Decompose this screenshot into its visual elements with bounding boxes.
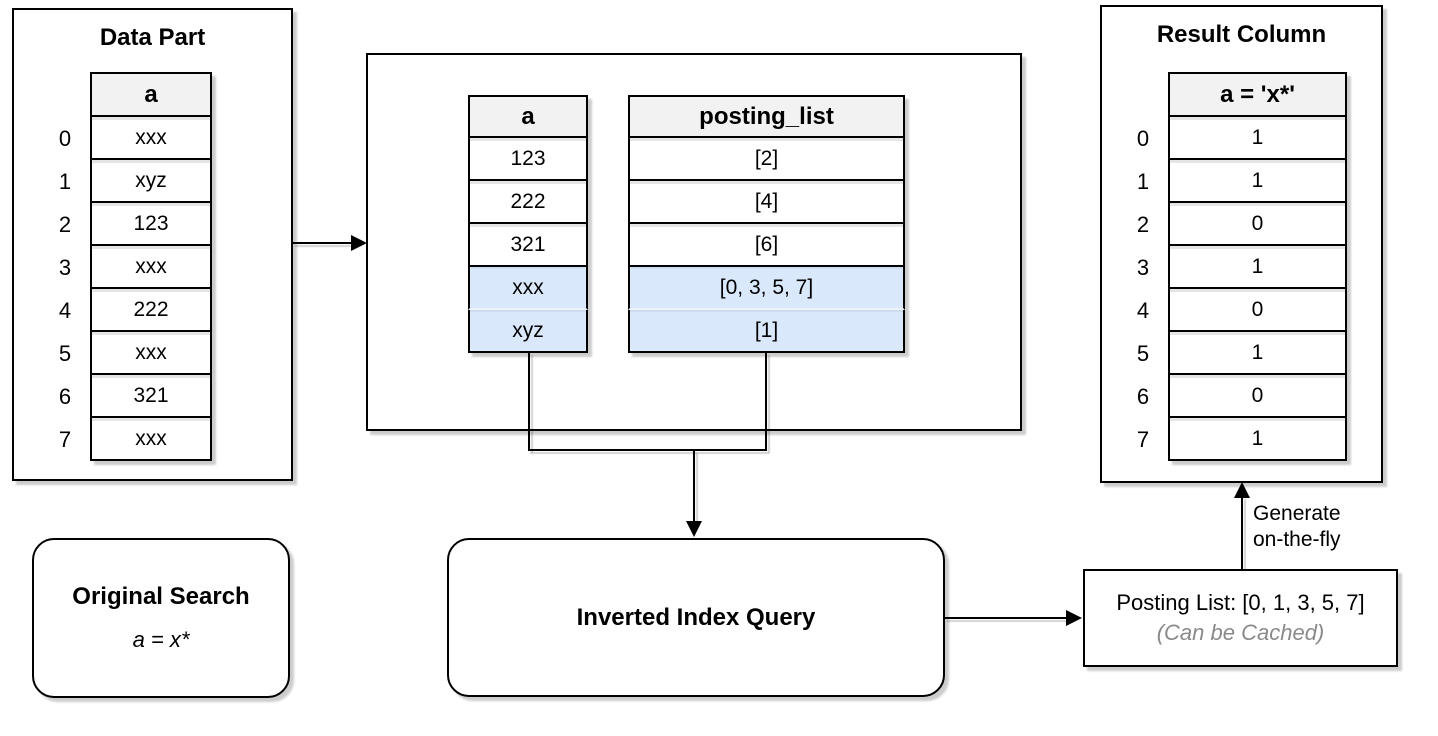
row-index: 2 <box>1136 211 1150 237</box>
table-cell: xyz <box>90 160 212 203</box>
original-search-title: Original Search <box>72 583 250 610</box>
table-cell: xxx <box>90 332 212 375</box>
generate-label-line2: on-the-fly <box>1253 528 1341 551</box>
arrowhead-right-icon <box>1066 610 1082 626</box>
arrowhead-down-icon <box>686 521 702 537</box>
table-cell: [4] <box>628 181 905 224</box>
table-cell: 1 <box>1168 246 1347 289</box>
arrow-posting-to-result <box>1241 497 1243 569</box>
arrowhead-right-icon <box>351 235 367 251</box>
inverted-index-query-box: Inverted Index Query <box>447 538 945 697</box>
row-index: 4 <box>58 297 72 323</box>
row-index: 7 <box>1136 426 1150 452</box>
row-index: 7 <box>58 426 72 452</box>
table-cell: 123 <box>90 203 212 246</box>
connector-join-bar <box>528 449 767 451</box>
row-index: 1 <box>58 168 72 194</box>
table-cell: 1 <box>1168 117 1347 160</box>
table-cell: 123 <box>468 138 588 181</box>
table-cell-highlighted: [1] <box>628 310 905 353</box>
column-header: posting_list <box>628 95 905 138</box>
posting-list-note: (Can be Cached) <box>1156 620 1325 645</box>
table-cell-highlighted: xyz <box>468 310 588 353</box>
table-cell: 222 <box>468 181 588 224</box>
row-index: 6 <box>1136 383 1150 409</box>
data-part-table: a xxx xyz 123 xxx 222 xxx 321 xxx <box>90 72 212 461</box>
data-part-row-indices: 0 1 2 3 4 5 6 7 <box>48 117 82 461</box>
column-header: a <box>90 72 212 117</box>
table-cell-highlighted: xxx <box>468 267 588 310</box>
result-column-title: Result Column <box>1156 21 1327 48</box>
row-index: 4 <box>1136 297 1150 323</box>
table-cell: [6] <box>628 224 905 267</box>
result-row-indices: 0 1 2 3 4 5 6 7 <box>1126 117 1160 461</box>
row-index: 1 <box>1136 168 1150 194</box>
index-key-table: a 123 222 321 xxx xyz <box>468 95 588 353</box>
row-index: 5 <box>1136 340 1150 366</box>
table-cell: 1 <box>1168 160 1347 203</box>
connector-a-table-drop <box>528 353 530 451</box>
table-cell-highlighted: [0, 3, 5, 7] <box>628 267 905 310</box>
connector-posting-drop <box>765 353 767 451</box>
row-index: 3 <box>58 254 72 280</box>
column-header: a <box>468 95 588 138</box>
result-table: a = 'x*' 1 1 0 1 0 1 0 1 <box>1168 72 1347 461</box>
table-cell: 0 <box>1168 289 1347 332</box>
generate-label-line1: Generate <box>1253 502 1341 525</box>
row-index: 0 <box>1136 125 1150 151</box>
row-index: 3 <box>1136 254 1150 280</box>
row-index: 5 <box>58 340 72 366</box>
inverted-index-query-label: Inverted Index Query <box>576 603 816 631</box>
search-expression: a = x* <box>132 627 190 652</box>
table-cell: [2] <box>628 138 905 181</box>
data-part-title: Data Part <box>99 24 206 51</box>
table-cell: xxx <box>90 418 212 461</box>
table-cell: xxx <box>90 246 212 289</box>
table-cell: xxx <box>90 117 212 160</box>
arrowhead-up-icon <box>1234 482 1250 498</box>
arrow-data-to-index <box>293 242 353 244</box>
table-cell: 0 <box>1168 203 1347 246</box>
posting-list-text: Posting List: [0, 1, 3, 5, 7] <box>1116 590 1365 615</box>
column-header: a = 'x*' <box>1168 72 1347 117</box>
generate-on-the-fly-label: Generate on-the-fly <box>1253 501 1341 553</box>
original-search-box: Original Search a = x* <box>32 538 290 698</box>
row-index: 2 <box>58 211 72 237</box>
arrow-index-to-query <box>693 451 695 522</box>
table-cell: 222 <box>90 289 212 332</box>
table-cell: 1 <box>1168 418 1347 461</box>
row-index: 6 <box>58 383 72 409</box>
table-cell: 0 <box>1168 375 1347 418</box>
arrow-query-to-posting <box>945 617 1068 619</box>
table-cell: 321 <box>468 224 588 267</box>
posting-list-result-box: Posting List: [0, 1, 3, 5, 7] (Can be Ca… <box>1083 569 1398 667</box>
table-cell: 321 <box>90 375 212 418</box>
table-cell: 1 <box>1168 332 1347 375</box>
row-index: 0 <box>58 125 72 151</box>
posting-list-table: posting_list [2] [4] [6] [0, 3, 5, 7] [1… <box>628 95 905 353</box>
